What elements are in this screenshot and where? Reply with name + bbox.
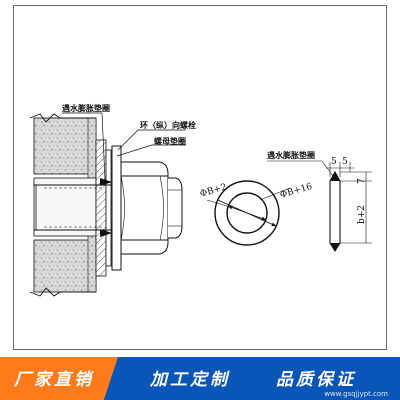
washer-side-view [267, 160, 372, 253]
label-nut-washer: 螺母垫圈 [154, 136, 186, 146]
technical-drawing [29, 112, 372, 297]
segment-plate [95, 139, 112, 277]
banner-accent [0, 357, 118, 400]
label-expansion-washer-left: 遇水膨胀垫圈 [62, 103, 110, 113]
bolt-end [168, 177, 183, 239]
promo-banner: 厂家直销 加工定制 品质保证 www.gsqjjypt.com [0, 357, 400, 400]
website-watermark: www.gsqjjypt.com [324, 390, 388, 398]
dim-height-2: b+2 [357, 204, 367, 224]
label-expansion-washer-right: 遇水膨胀垫圈 [267, 150, 315, 160]
washer-front-view [206, 180, 291, 246]
nut-washer [111, 145, 122, 271]
hex-nut [120, 161, 169, 255]
dim-width-1: 5 [331, 157, 337, 167]
dim-width-2: 5 [342, 157, 348, 167]
bolt-hole [33, 177, 97, 237]
slogan-quality-assured: 品质保证 [276, 370, 356, 390]
slogan-custom-processing: 加工定制 [150, 370, 230, 390]
leader-lines-left [62, 112, 186, 181]
expansion-washer-section [100, 178, 112, 237]
slogan-direct-sales: 厂家直销 [14, 370, 94, 390]
label-bolt: 环（纵）向螺栓 [140, 120, 196, 130]
drawing-frame [13, 5, 387, 350]
bolt-shank [34, 184, 112, 231]
dim-height-1: 7 [357, 178, 367, 184]
